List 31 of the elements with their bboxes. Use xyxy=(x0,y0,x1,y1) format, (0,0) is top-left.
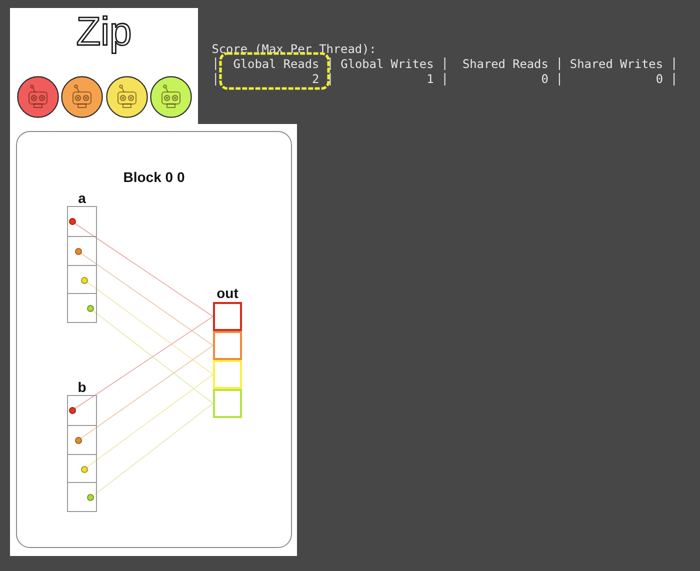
memory-cell xyxy=(213,360,242,389)
column-header: Global Reads xyxy=(233,56,320,71)
dot-icon xyxy=(68,407,76,414)
title: Zip xyxy=(76,12,132,52)
dot-icon xyxy=(87,494,94,502)
score-value: 0 xyxy=(656,72,663,86)
dot-icon xyxy=(68,218,76,225)
array-label: a xyxy=(78,190,86,206)
memory-cell xyxy=(213,389,242,418)
dot-icon xyxy=(80,466,88,472)
dot-icon xyxy=(74,248,82,255)
array-label: b xyxy=(78,379,86,395)
memory-cell xyxy=(213,302,242,331)
array-label: out xyxy=(216,285,238,301)
block-title: Block 0 0 xyxy=(123,169,185,185)
connector-line xyxy=(92,310,214,404)
column-header: Shared Reads xyxy=(462,56,548,71)
column-header: Global Writes xyxy=(340,56,434,71)
score-value: 2 xyxy=(312,72,320,86)
connector-line xyxy=(74,222,214,317)
dot-icon xyxy=(87,305,94,312)
connector-line xyxy=(92,403,214,496)
score-value: 1 xyxy=(426,72,434,86)
dot-icon xyxy=(80,276,88,284)
memory-cell xyxy=(213,331,242,360)
score-value: 0 xyxy=(541,72,548,86)
dot-icon xyxy=(74,436,82,444)
connector-line xyxy=(80,252,214,346)
connector-line xyxy=(86,282,214,375)
column-header: Shared Writes xyxy=(570,56,663,71)
connector-line xyxy=(74,316,214,410)
